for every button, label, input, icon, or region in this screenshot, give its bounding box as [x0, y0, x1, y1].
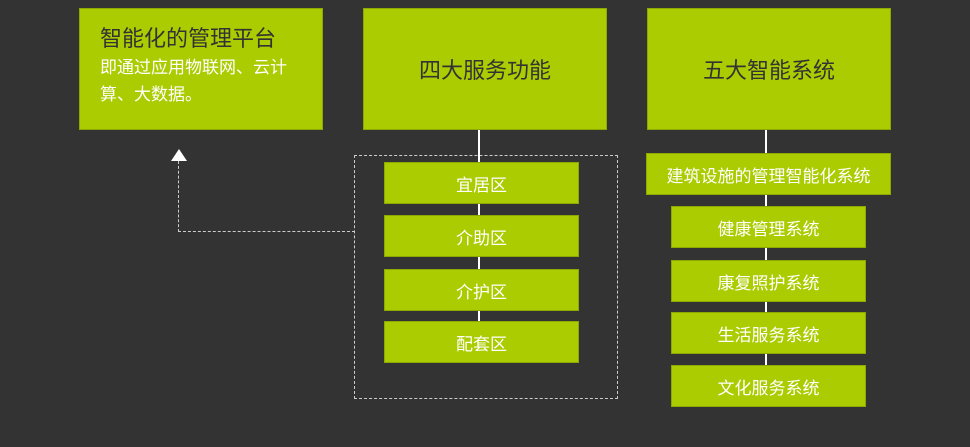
service-item-box: 介助区	[384, 215, 579, 257]
services-dashed-frame	[354, 155, 618, 399]
system-item-label: 生活服务系统	[717, 325, 820, 346]
platform-title: 智能化的管理平台	[100, 27, 277, 52]
platform-box: 智能化的管理平台 即通过应用物联网、云计算、大数据。	[79, 8, 323, 130]
systems-header-box: 五大智能系统	[647, 8, 891, 130]
system-item-box: 健康管理系统	[671, 206, 866, 248]
service-item-box: 宜居区	[384, 162, 579, 204]
system-item-label: 文化服务系统	[717, 378, 820, 399]
systems-title: 五大智能系统	[702, 59, 835, 84]
dashed-connector	[178, 161, 355, 232]
services-header-box: 四大服务功能	[363, 8, 607, 130]
service-item-box: 配套区	[384, 321, 579, 363]
services-title: 四大服务功能	[418, 59, 551, 84]
system-item-box: 文化服务系统	[671, 365, 866, 407]
system-item-label: 康复照护系统	[717, 273, 820, 294]
system-item-box: 生活服务系统	[671, 312, 866, 354]
system-item-box: 建筑设施的管理智能化系统	[646, 153, 891, 195]
system-item-label: 建筑设施的管理智能化系统	[666, 166, 871, 187]
arrow-up-icon	[171, 149, 187, 161]
systems-connector-line	[765, 130, 767, 375]
service-item-box: 介护区	[384, 269, 579, 311]
service-item-label: 宜居区	[456, 175, 507, 196]
system-item-label: 健康管理系统	[717, 219, 820, 240]
platform-description: 即通过应用物联网、云计算、大数据。	[100, 58, 287, 105]
service-item-label: 介护区	[456, 282, 507, 303]
service-item-label: 介助区	[456, 228, 507, 249]
system-item-box: 康复照护系统	[671, 260, 866, 302]
service-item-label: 配套区	[456, 334, 507, 355]
